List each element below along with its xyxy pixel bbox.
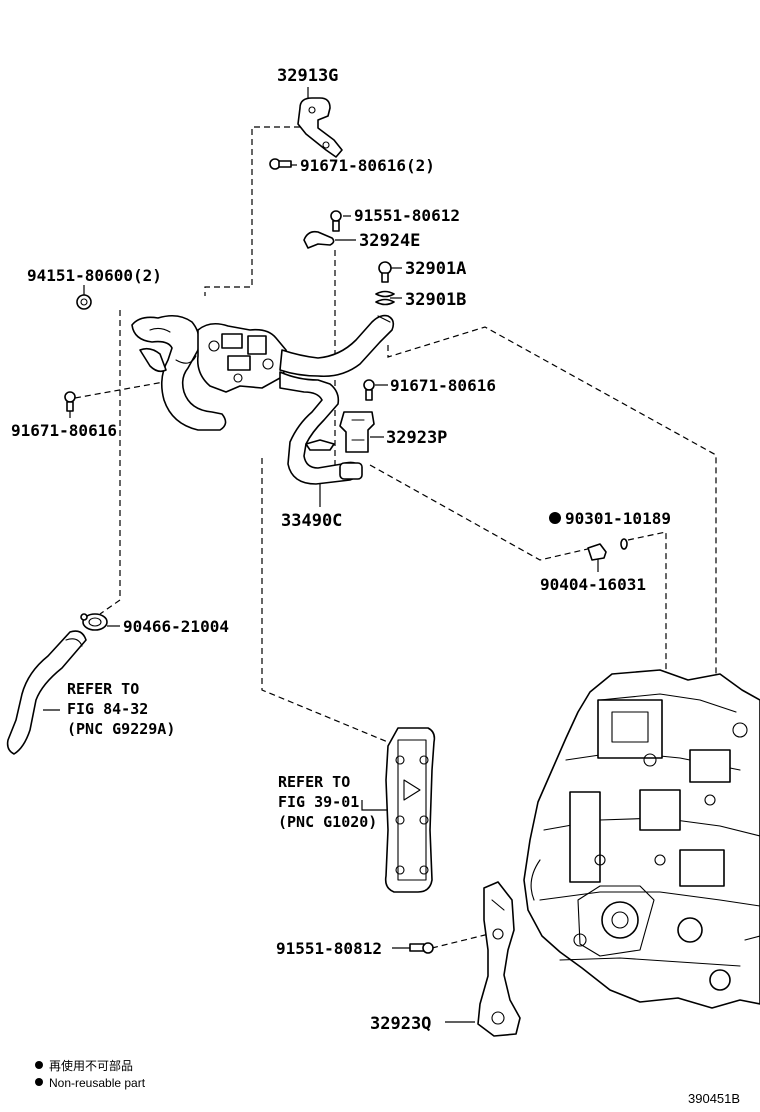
- label-33490c: 33490C: [281, 511, 342, 531]
- label-90404-16031: 90404-16031: [540, 575, 646, 594]
- label-91671-80616-2: 91671-80616(2): [300, 156, 435, 175]
- label-94151-80600-2: 94151-80600(2): [27, 266, 162, 285]
- label-32901a: 32901A: [405, 259, 466, 279]
- figure-id: 390451B: [688, 1091, 740, 1106]
- label-32924e: 32924E: [359, 231, 420, 251]
- non-reusable-marker-90301: [549, 512, 561, 524]
- bolt-91551-80612: [330, 210, 342, 232]
- refer-block-fig-39-01: REFER TO FIG 39-01 (PNC G1020): [278, 773, 377, 831]
- legend-bullet-icon: [35, 1061, 43, 1069]
- label-32923q: 32923Q: [370, 1014, 431, 1034]
- label-91551-80612: 91551-80612: [354, 206, 460, 225]
- label-91671-80616-a: 91671-80616: [390, 376, 496, 395]
- label-91671-80616-b: 91671-80616: [11, 421, 117, 440]
- bolt-91671-80616-left: [64, 391, 76, 412]
- part-number-labels: 32913G 91671-80616(2) 91551-80612 32924E…: [11, 66, 671, 1034]
- label-32913g: 32913G: [277, 66, 338, 86]
- bolt-32901a: [378, 261, 392, 283]
- clamp-32924e: [303, 230, 335, 249]
- bolt-91551-80812: [409, 942, 434, 954]
- cover-plate-fig-39-01: [384, 727, 436, 893]
- bracket-32913g: [297, 97, 343, 158]
- nut-94151-80600: [76, 294, 92, 310]
- bolt-91671-80616-right: [363, 379, 375, 401]
- lower-hose-fig-84-32: [6, 630, 87, 755]
- refer-block-fig-84-32: REFER TO FIG 84-32 (PNC G9229A): [67, 680, 175, 738]
- legend-bullet-icon: [35, 1078, 43, 1086]
- refer-line-3: (PNC G9229A): [67, 720, 175, 738]
- bolt-91671-80616-top: [269, 158, 292, 170]
- label-90301-10189: 90301-10189: [565, 509, 671, 528]
- refer-line-1: REFER TO: [67, 680, 139, 698]
- label-91551-80812: 91551-80812: [276, 939, 382, 958]
- refer-line-3: (PNC G1020): [278, 813, 377, 831]
- plug-90404-16031: [587, 543, 607, 561]
- legend-en: Non-reusable part: [49, 1076, 146, 1090]
- legend: 再使用不可部品 Non-reusable part: [35, 1058, 146, 1090]
- transmission-housing: [523, 669, 760, 1009]
- label-32901b: 32901B: [405, 290, 466, 310]
- hose-valve-assembly: [131, 314, 395, 485]
- refer-line-2: FIG 39-01: [278, 793, 359, 811]
- refer-line-1: REFER TO: [278, 773, 350, 791]
- o-ring-90301-10189: [620, 538, 628, 550]
- clamp-90466-21004: [80, 613, 108, 631]
- label-90466-21004: 90466-21004: [123, 617, 229, 636]
- bracket-32923q: [477, 881, 521, 1037]
- clip-32901b: [375, 290, 395, 306]
- legend-cjk: 再使用不可部品: [49, 1058, 133, 1073]
- label-32923p: 32923P: [386, 428, 447, 448]
- refer-line-2: FIG 84-32: [67, 700, 148, 718]
- leader-lines: [43, 87, 599, 1023]
